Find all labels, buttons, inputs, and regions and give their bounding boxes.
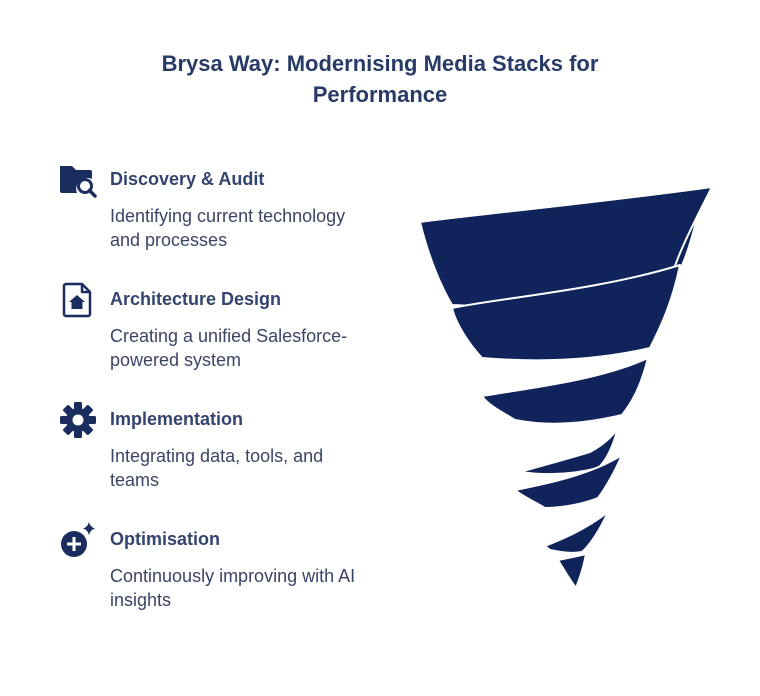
step-description-line-1: Integrating data, tools, and [110, 446, 324, 466]
step-description: Identifying current technology and proce… [110, 204, 400, 252]
plus-sparkle-icon [61, 522, 95, 557]
step-description: Creating a unified Salesforce- powered s… [110, 324, 400, 372]
step-heading: Architecture Design [110, 289, 282, 309]
step-heading: Optimisation [110, 529, 221, 549]
step-description-line-2: and processes [110, 230, 228, 250]
step-description-line-1: Creating a unified Salesforce- [110, 326, 348, 346]
step-heading: Discovery & Audit [110, 169, 265, 189]
folder-search-icon [60, 166, 97, 198]
step-description-line-2: teams [110, 470, 160, 490]
step-heading: Implementation [110, 409, 244, 429]
title-line-2: Performance [312, 82, 448, 107]
file-home-icon [62, 282, 92, 318]
step-description: Integrating data, tools, and teams [110, 444, 400, 492]
gear-icon [60, 402, 96, 438]
step-description-line-1: Continuously improving with AI [110, 566, 356, 586]
step-description-line-2: insights [110, 590, 172, 610]
step-description-line-1: Identifying current technology [110, 206, 346, 226]
spiral-funnel-graphic [419, 186, 713, 589]
diagram-title: Brysa Way: Modernising Media Stacks for … [0, 48, 760, 110]
step-description: Continuously improving with AI insights [110, 564, 400, 612]
step-description-line-2: powered system [110, 350, 242, 370]
title-line-1: Brysa Way: Modernising Media Stacks for [161, 51, 599, 76]
